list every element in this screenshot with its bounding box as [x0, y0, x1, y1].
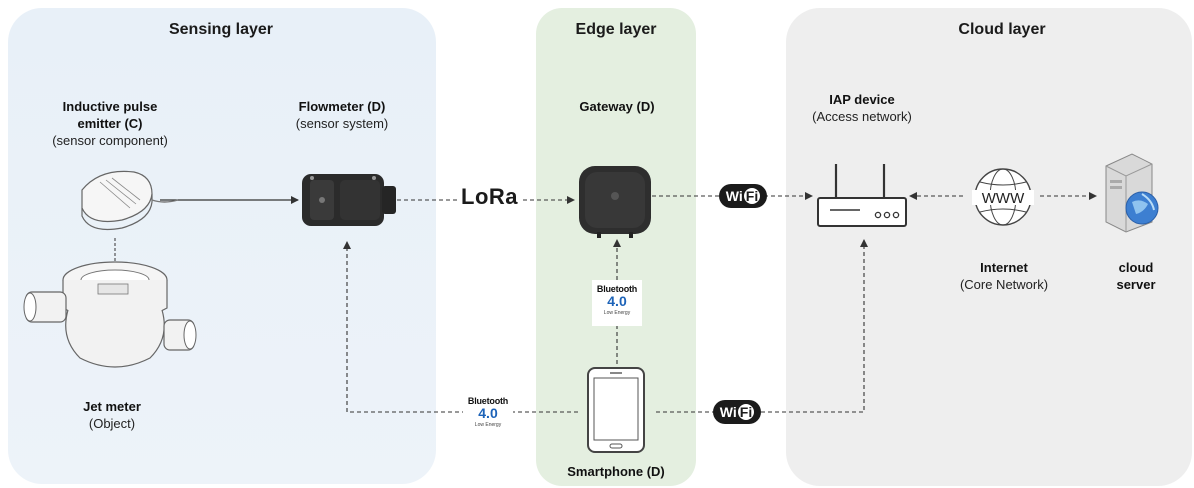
bluetooth-sub: Low Energy: [603, 310, 631, 316]
cloud-server-line1: cloud: [1118, 260, 1154, 275]
gateway-device-image: [579, 166, 651, 238]
internet-www-text: WWW: [982, 190, 1025, 207]
bluetooth-name: Bluetooth: [596, 284, 638, 294]
internet-globe-icon: WWW: [972, 168, 1034, 226]
iap-title: IAP device: [829, 92, 895, 107]
bluetooth-version: 4.0: [607, 293, 627, 309]
internet-label: Internet (Core Network): [960, 259, 1048, 293]
emitter-title-line1: Inductive pulse: [62, 99, 158, 114]
bluetooth-sub-2: Low Energy: [474, 422, 502, 428]
jetmeter-label: Jet meter (Object): [83, 398, 141, 432]
emitter-note: (sensor component): [52, 133, 168, 148]
smartphone-to-flowmeter-line: [343, 241, 578, 413]
internet-title: Internet: [980, 260, 1028, 275]
cloud-layer-title: Cloud layer: [958, 21, 1046, 38]
flowmeter-label: Flowmeter (D) (sensor system): [296, 98, 388, 132]
router-icon: [817, 164, 907, 227]
pulse-emitter-image: [81, 170, 179, 231]
jetmeter-title: Jet meter: [83, 399, 141, 414]
sensing-layer-title: Sensing layer: [168, 21, 274, 38]
flowmeter-device-image: [302, 174, 396, 226]
bluetooth-badge-flowmeter: Bluetooth 4.0 Low Energy: [463, 392, 513, 438]
internet-note: (Core Network): [959, 277, 1049, 292]
smartphone-to-iap-line: [656, 239, 868, 413]
edge-layer-title: Edge layer: [575, 21, 657, 38]
bluetooth-version-2: 4.0: [478, 405, 498, 421]
jetmeter-note: (Object): [88, 416, 136, 431]
jet-meter-image: [23, 261, 197, 368]
cloud-layer-panel: [786, 8, 1192, 486]
smartphone-title: Smartphone (D): [567, 464, 665, 479]
emitter-title-line2: emitter (C): [77, 116, 143, 131]
sensing-layer-panel: [8, 8, 436, 484]
wifi-text-fi-2: Fi: [737, 404, 755, 420]
wifi-text-fi: Fi: [743, 188, 761, 204]
bluetooth-badge-gateway: Bluetooth 4.0 Low Energy: [592, 280, 642, 326]
flowmeter-title: Flowmeter (D): [298, 99, 386, 114]
gateway-label: Gateway (D): [579, 98, 654, 115]
iap-label: IAP device (Access network): [812, 91, 912, 125]
smartphone-image: [587, 367, 645, 453]
wifi-text-wi-2: Wi: [719, 404, 737, 420]
cloud-server-line2: server: [1116, 277, 1156, 292]
smartphone-label: Smartphone (D): [567, 463, 665, 480]
cloud-server-label: cloud server: [1116, 259, 1155, 293]
emitter-label: Inductive pulse emitter (C) (sensor comp…: [52, 98, 168, 149]
bluetooth-name-2: Bluetooth: [467, 396, 509, 406]
lora-label: LoRa: [458, 184, 521, 210]
cloud-server-icon: [1105, 153, 1159, 233]
wifi-text-wi: Wi: [725, 188, 743, 204]
gateway-title: Gateway (D): [579, 99, 655, 114]
iap-note: (Access network): [812, 109, 912, 124]
flowmeter-note: (sensor system): [295, 116, 389, 131]
